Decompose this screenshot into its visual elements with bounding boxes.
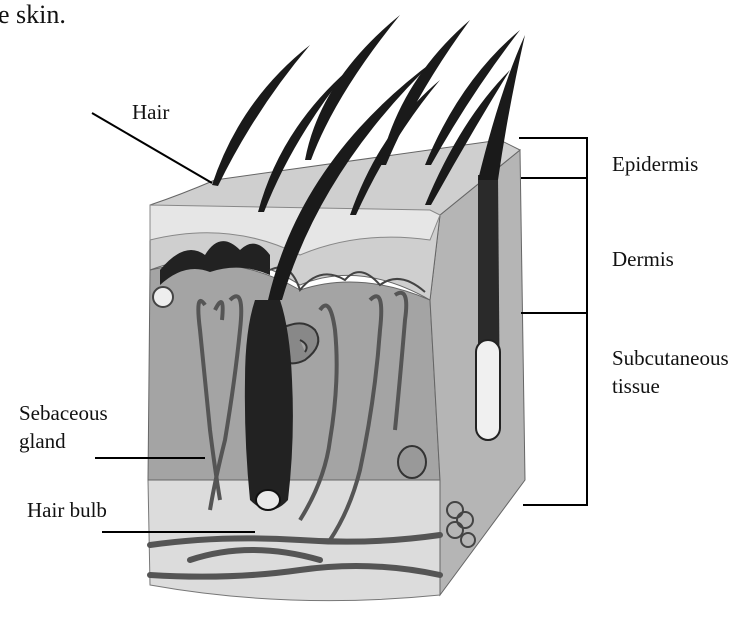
nerve-ending — [153, 287, 173, 307]
subcutaneous-bracket — [521, 313, 587, 505]
dermis-bracket — [521, 178, 587, 313]
round-gland — [398, 446, 426, 478]
hair-leader-line — [92, 113, 212, 183]
side-follicle-bulb — [476, 340, 500, 440]
hair-bulb — [256, 490, 280, 510]
hair-follicle — [245, 300, 293, 510]
epidermis-bracket — [519, 138, 587, 178]
